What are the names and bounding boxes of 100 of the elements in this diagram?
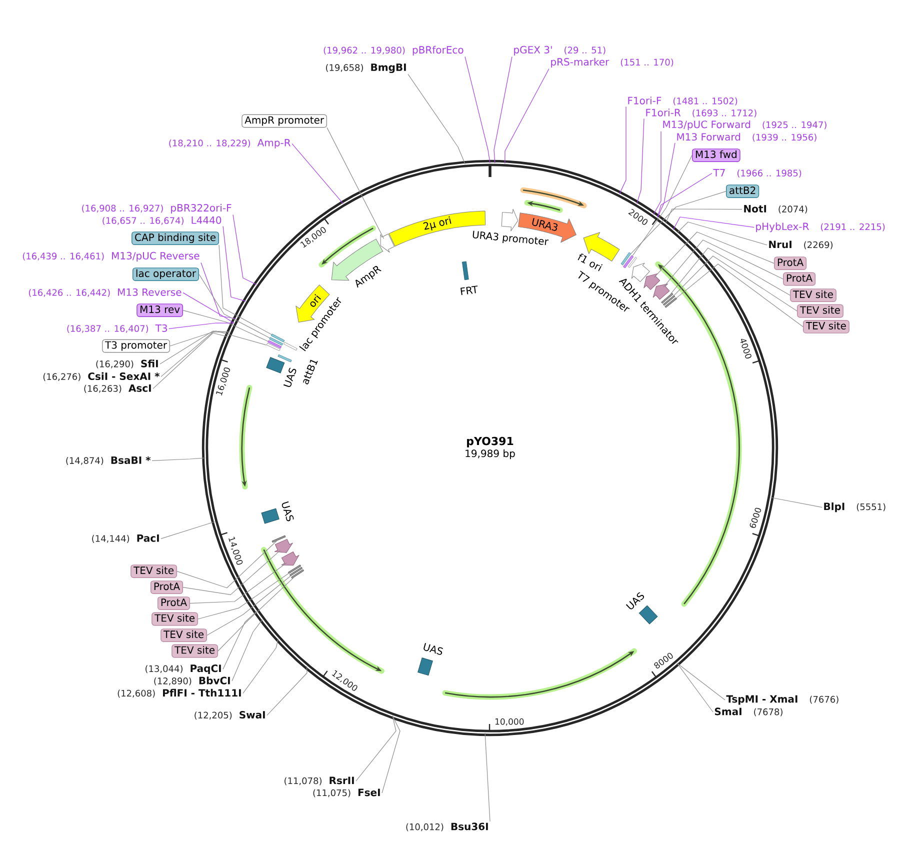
leader-line <box>198 274 270 338</box>
feature-tag: AmpR promoter <box>242 114 327 128</box>
feature-segment <box>652 284 670 300</box>
leader-line <box>152 458 206 461</box>
feature-tag: M13 rev <box>136 304 183 317</box>
leader-line <box>653 131 662 215</box>
feature-bar <box>270 334 285 342</box>
leader-line <box>182 310 268 342</box>
feature-bar <box>268 340 282 348</box>
leader-line <box>266 666 308 716</box>
feature-bar <box>290 566 303 576</box>
leader-line <box>657 172 712 218</box>
leader-line <box>676 662 714 712</box>
leader-line <box>170 330 267 346</box>
leader-line <box>168 322 234 329</box>
feature-tag: M13 fwd <box>692 148 740 162</box>
leader-line <box>152 332 228 389</box>
feature-bar <box>272 535 286 543</box>
leader-line <box>663 240 784 288</box>
primer-label: (16,439 .. 16,461) M13/pUC Reverse <box>22 252 200 262</box>
primer-label: M13 Forward (1939 .. 1956) <box>677 132 816 142</box>
site-label: (12,890) BbvCI <box>154 676 230 686</box>
leader-line <box>665 208 742 224</box>
leader-line <box>676 264 804 327</box>
leader-line <box>182 550 280 595</box>
leader-line <box>504 68 550 164</box>
feature-tag: TEV site <box>152 612 198 626</box>
site-label: NruI (2269) <box>769 240 832 250</box>
primer-label: T7 (1966 .. 1985) <box>713 169 802 178</box>
leader-line <box>218 244 272 335</box>
feature-tag: ProtA <box>150 580 183 594</box>
leader-line <box>632 155 692 256</box>
feature-label: f1 ori <box>578 254 603 272</box>
leader-line <box>674 256 798 312</box>
leader-line <box>190 562 287 604</box>
feature-bar <box>620 252 632 266</box>
site-label: (11,075) FseI <box>313 788 380 798</box>
tick-label: 6000 <box>750 508 762 528</box>
leader-line <box>200 262 236 319</box>
feature-label: FRT <box>460 286 478 296</box>
feature-segment <box>644 273 660 290</box>
leader-line <box>160 332 230 377</box>
feature-tag: CAP binding site <box>132 232 219 245</box>
feature-tag: TEV site <box>130 564 177 578</box>
site-label: NotI (2074) <box>744 205 808 214</box>
primer-label: (19,962 .. 19,980) pBRforEco <box>324 46 464 56</box>
leader-line <box>484 732 490 822</box>
feature-tag: TEV site <box>803 320 850 334</box>
primer-label: M13/pUC Forward (1925 .. 1947) <box>663 120 826 130</box>
primer-label: (16,908 .. 16,927) pBR322ori-F <box>82 204 232 214</box>
site-label: (11,078) RsrII <box>284 776 354 786</box>
feature-tag: lac operator <box>132 268 199 281</box>
site-label: (19,658) BmgBI <box>326 64 406 74</box>
feature-tag: ProtA <box>157 596 190 610</box>
feature-tag: TEV site <box>172 644 218 658</box>
feature-tag: TEV site <box>160 628 207 642</box>
leader-line <box>222 226 246 302</box>
primer-label: pHybLex-R (2191 .. 2215) <box>756 222 885 232</box>
tick-label: 4000 <box>740 338 752 359</box>
feature-segment <box>281 552 300 566</box>
site-label: (14,874) BsaBI * <box>66 456 151 465</box>
site-label: (12,608) PflFI - Tth111I <box>118 688 241 698</box>
leader-line <box>464 56 490 164</box>
leader-line <box>218 577 294 652</box>
leader-line <box>672 216 754 230</box>
primer-label: F1ori-R (1693 .. 1712) <box>646 108 756 118</box>
leader-line <box>206 576 291 636</box>
feature-tag: TEV site <box>797 304 844 318</box>
leader-line <box>176 540 278 588</box>
tick-label: 16,000 <box>216 367 230 396</box>
feature-tag: ProtA <box>783 272 816 286</box>
leader-line <box>770 497 822 508</box>
feature-bar <box>623 255 634 268</box>
leader-line <box>630 190 726 254</box>
leader-line <box>160 521 216 539</box>
leader-line <box>382 716 400 794</box>
tick-label: 10,000 <box>496 718 524 726</box>
primer-label: pRS-marker (151 .. 170) <box>551 58 674 68</box>
leader-line <box>676 662 726 700</box>
leader-line <box>232 214 257 285</box>
leader-line <box>494 56 512 164</box>
site-label: (16,276) CsiI - SexAI * <box>43 372 160 382</box>
feature-label: UAS <box>424 643 443 655</box>
primer-label: (16,657 .. 16,674) L4440 <box>102 216 222 225</box>
leader-line <box>408 74 466 164</box>
site-label: (13,044) PaqCI <box>146 664 221 674</box>
feature-segment <box>380 234 395 252</box>
feature-bar <box>291 569 304 579</box>
site-label: (14,144) PacI <box>92 534 159 543</box>
leader-line <box>657 142 676 218</box>
leader-line <box>356 716 396 782</box>
feature-bar <box>288 564 302 574</box>
site-label: (16,263) AscI <box>84 384 151 393</box>
leader-line <box>182 292 234 324</box>
feature-label: attB1 <box>303 360 318 384</box>
leader-line <box>654 232 774 278</box>
primer-label: (18,210 .. 18,229) Amp-R <box>169 139 291 148</box>
feature-tag: attB2 <box>726 184 760 198</box>
site-label: TspMI - XmaI (7676) <box>726 695 838 705</box>
leader-line <box>232 619 263 682</box>
